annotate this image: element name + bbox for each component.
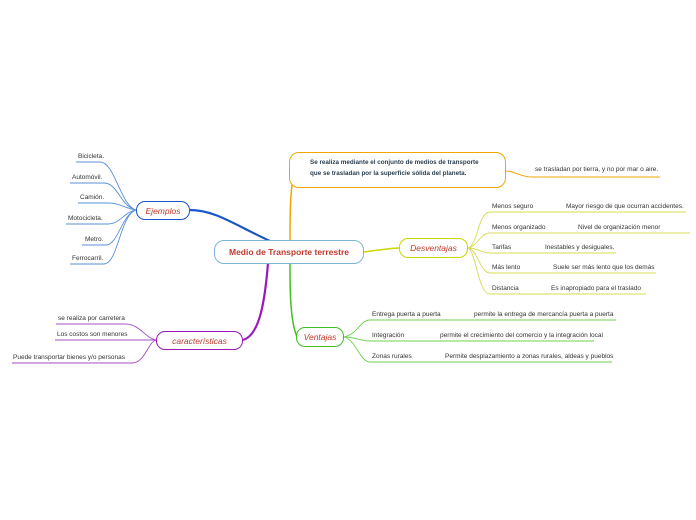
ejemplo-motocicleta[interactable]: Motocicleta. xyxy=(68,215,103,222)
ejemplos-node[interactable]: Ejemplos xyxy=(136,201,190,220)
connector-tarifas xyxy=(467,247,616,254)
desventaja-distancia-detail[interactable]: Es inapropiado para el traslado xyxy=(551,285,641,292)
caracteristicas-label: características xyxy=(172,335,227,346)
ventaja-integracion-detail[interactable]: permite el crecimiento del comercio y la… xyxy=(440,332,603,339)
connector-entrega xyxy=(343,319,616,338)
connector-zonas xyxy=(343,336,612,363)
desventaja-menos-organizado-detail[interactable]: Nivel de organización menor xyxy=(578,224,661,231)
ejemplo-camion[interactable]: Camión. xyxy=(80,194,105,201)
desventaja-menos-seguro[interactable]: Menos seguro xyxy=(492,203,534,210)
connector-distancia xyxy=(467,247,646,295)
definition-line-2: que se trasladan por la superficie sólid… xyxy=(310,169,467,177)
connector-bienes xyxy=(12,339,157,364)
central-label: Medio de Transporte terrestre xyxy=(229,247,349,257)
definition-detail[interactable]: se trasladan por tierra, y no por mar o … xyxy=(535,166,659,173)
caracteristica-carretera[interactable]: se realiza por carretera xyxy=(58,315,125,322)
connector-definition-detail xyxy=(505,170,660,178)
connector-desventajas xyxy=(363,247,401,253)
connector-ejemplos xyxy=(189,208,271,243)
desventaja-tarifas[interactable]: Tarifas xyxy=(492,244,512,251)
ventajas-label: Ventajas xyxy=(303,332,337,342)
desventaja-mas-lento-detail[interactable]: Suele ser más lento que los demás xyxy=(553,264,655,271)
definition-node[interactable]: Se realiza mediante el conjunto de medio… xyxy=(289,152,506,188)
ejemplo-metro[interactable]: Metro. xyxy=(85,236,104,243)
desventaja-tarifas-detail[interactable]: Inestables y desiguales. xyxy=(545,244,615,251)
ventaja-zonas[interactable]: Zonas rurales xyxy=(372,353,412,360)
connector-caracteristicas xyxy=(242,262,270,342)
connector-camion xyxy=(78,202,137,211)
caracteristica-bienes[interactable]: Puede transportar bienes y/o personas xyxy=(13,354,126,361)
connector-motocicleta xyxy=(66,209,137,225)
desventaja-mas-lento[interactable]: Más lento xyxy=(492,264,521,271)
connector-ferrocarril xyxy=(70,209,137,265)
ventaja-entrega[interactable]: Entrega puerta a puerta xyxy=(372,311,441,318)
desventajas-label: Desventajas xyxy=(410,243,457,253)
connector-integracion xyxy=(343,336,594,342)
desventaja-menos-organizado[interactable]: Menos organizado xyxy=(492,224,546,231)
caracteristica-costos[interactable]: Los costos son menores xyxy=(57,331,128,338)
desventaja-menos-seguro-detail[interactable]: Mayor riesgo de que ocurran accidentes. xyxy=(566,203,684,210)
ventaja-entrega-detail[interactable]: permite la entrega de mercancía puerta a… xyxy=(474,311,614,318)
connector-menos-seguro xyxy=(467,211,686,249)
ejemplo-ferrocarril[interactable]: Ferrocarril. xyxy=(72,255,104,262)
connector-ventajas xyxy=(289,262,298,338)
central-node[interactable]: Medio de Transporte terrestre xyxy=(214,240,364,264)
ejemplo-automovil[interactable]: Automóvil. xyxy=(72,174,103,181)
ventaja-zonas-detail[interactable]: Permite desplazamiento a zonas rurales, … xyxy=(445,353,614,360)
desventajas-node[interactable]: Desventajas xyxy=(399,238,468,258)
ventajas-node[interactable]: Ventajas xyxy=(296,327,344,347)
connector-automovil xyxy=(70,182,137,211)
connector-menos-organizado xyxy=(467,232,690,249)
definition-line-1: Se realiza mediante el conjunto de medio… xyxy=(310,159,479,166)
connector-mas-lento xyxy=(467,247,656,274)
connector-carretera xyxy=(56,323,157,341)
ejemplos-label: Ejemplos xyxy=(145,205,181,216)
ejemplo-bicicleta[interactable]: Bicicleta. xyxy=(78,153,105,160)
caracteristicas-node[interactable]: características xyxy=(156,331,243,350)
ventaja-integracion[interactable]: Integración xyxy=(372,332,405,339)
desventaja-distancia[interactable]: Distancia xyxy=(492,285,519,292)
connector-bicicleta xyxy=(76,161,137,211)
